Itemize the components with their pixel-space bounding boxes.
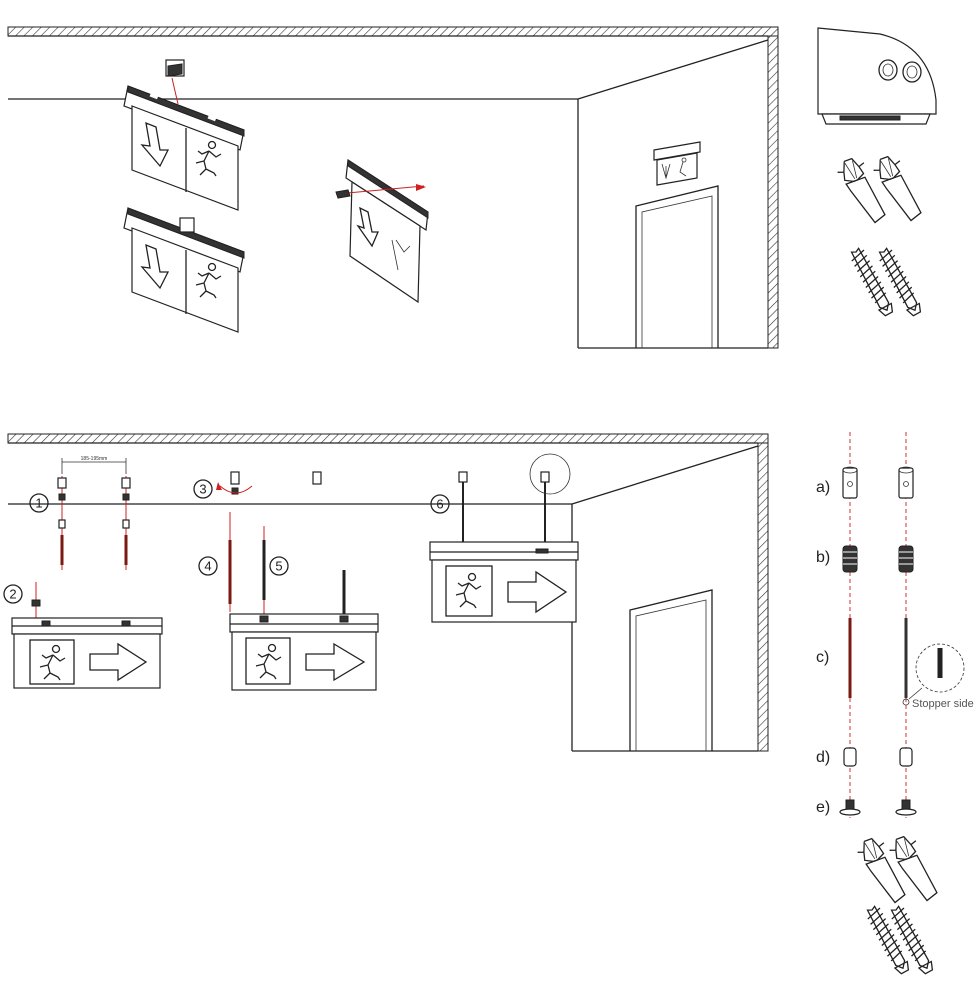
step-2-label: 2 (9, 587, 16, 602)
part-c-label: c) (816, 649, 829, 666)
wall-hatch (767, 35, 779, 349)
anchor-plug-icon (834, 151, 923, 230)
part-d-label: d) (816, 749, 830, 766)
step-5-label: 5 (275, 559, 282, 574)
detail-circle (529, 453, 571, 495)
step-markers: 1 2 3 4 5 6 (3, 479, 450, 604)
step-3-parts (216, 471, 322, 495)
spacing-label: 185-195mm (81, 456, 108, 462)
anchor-plug-icon (854, 831, 939, 910)
step-1-rods: 185-195mm (57, 456, 131, 570)
right-arrow-icon (89, 642, 148, 682)
stopper-side-callout: Stopper side (912, 698, 974, 710)
wall-mounted-sign (335, 158, 429, 304)
right-arrow-icon (305, 642, 366, 682)
step-2-sign (11, 582, 163, 689)
ceiling-sign-2 (123, 207, 245, 333)
ceiling-sign-1 (123, 59, 245, 211)
ceiling-hatch (7, 26, 779, 37)
parts-column (839, 432, 965, 818)
part-a-label: a) (816, 479, 830, 496)
step-4-5-sign (228, 512, 379, 691)
step-1-label: 1 (35, 496, 42, 511)
top-room (7, 26, 779, 349)
part-b-label: b) (816, 549, 830, 566)
step-6-sign (429, 453, 579, 623)
wood-screw-icon (863, 903, 937, 977)
wood-screw-icon (847, 245, 925, 319)
step-4-label: 4 (204, 559, 211, 574)
step-3-label: 3 (199, 482, 206, 497)
wall-exit-sign-small (653, 141, 701, 186)
step-6-label: 6 (436, 497, 443, 512)
mounting-bracket-icon (817, 27, 937, 125)
right-arrow-icon (507, 570, 568, 614)
bottom-room (7, 433, 769, 752)
part-e-label: e) (816, 799, 830, 816)
